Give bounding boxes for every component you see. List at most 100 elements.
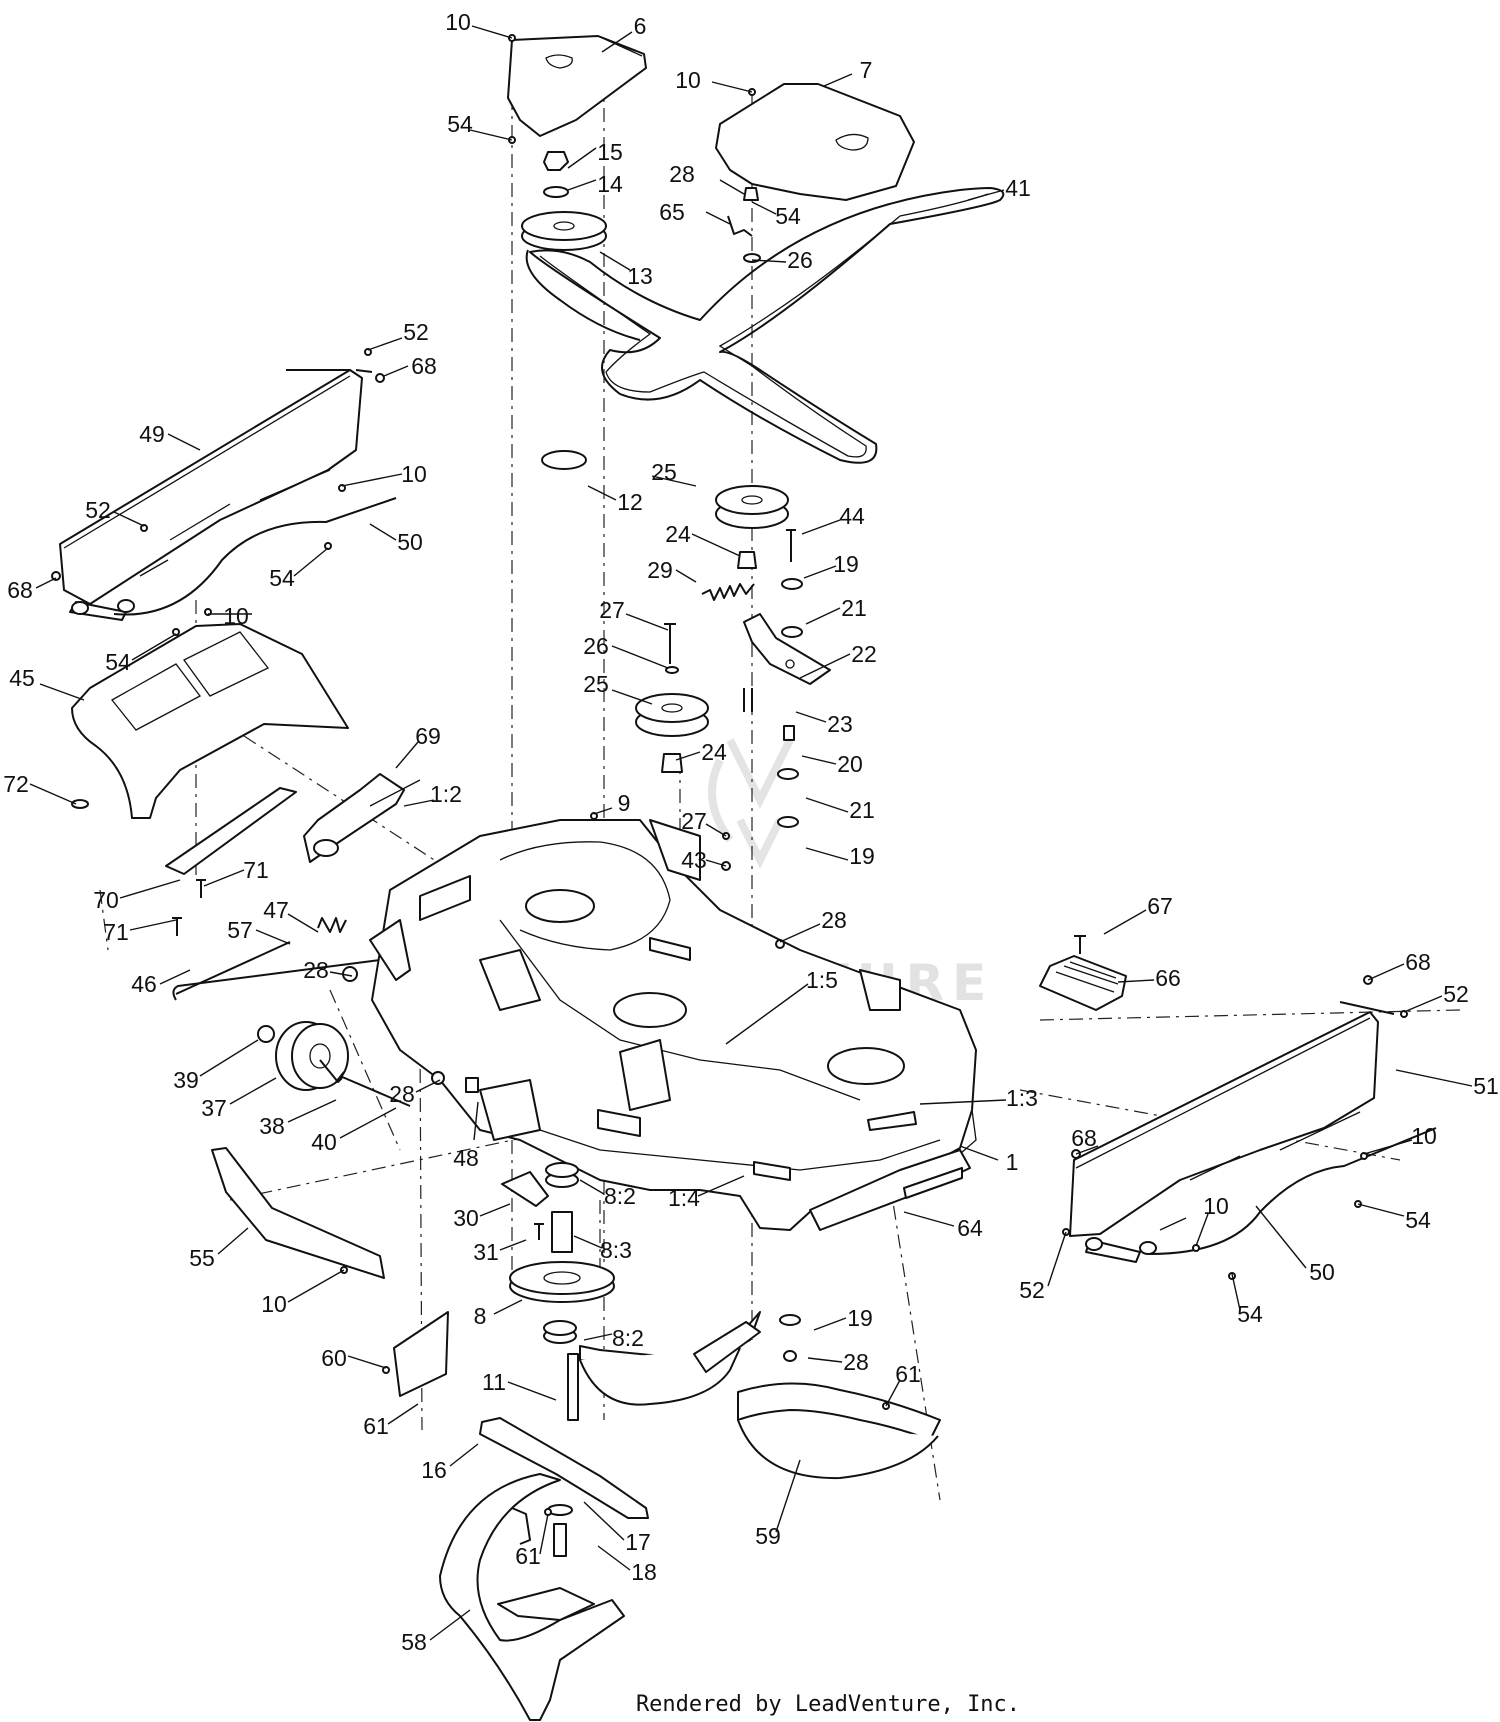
callout-label-8: 8 (474, 1303, 487, 1329)
footer-credit-text: Rendered by LeadVenture, Inc. (635, 1692, 1021, 1717)
leader-line (751, 201, 777, 215)
callout-label-10: 10 (1203, 1193, 1229, 1219)
leader-line (383, 365, 409, 377)
callout-label-54: 54 (1237, 1301, 1263, 1327)
callout-leader-lines (29, 25, 1473, 1641)
callout-label-28: 28 (303, 957, 329, 983)
part-46-rod-47-spring-57 (172, 917, 381, 1001)
callout-label-10: 10 (401, 461, 427, 487)
callout-label-8-3: 8:3 (600, 1237, 632, 1263)
callout-label-52: 52 (1443, 981, 1469, 1007)
leader-line (287, 1269, 345, 1303)
callout-label-40: 40 (311, 1129, 337, 1155)
part-64-front-deflector (809, 1149, 971, 1231)
callout-label-52: 52 (85, 497, 111, 523)
alignment-line (99, 889, 109, 951)
alignment-line (1039, 1009, 1461, 1021)
callout-label-9: 9 (618, 790, 631, 816)
leader-line (587, 485, 617, 501)
leader-line (675, 569, 697, 583)
callout-label-25: 25 (583, 671, 609, 697)
leader-line (293, 547, 329, 577)
leader-line (403, 799, 435, 807)
leader-line (387, 1403, 419, 1425)
part-25-idler-pulley-lower (635, 623, 709, 773)
leader-line (473, 1101, 479, 1141)
callout-label-54: 54 (1405, 1207, 1431, 1233)
leader-line (1367, 963, 1405, 981)
callout-label-57: 57 (227, 917, 253, 943)
watermark-logo (708, 738, 794, 869)
callout-label-68: 68 (411, 353, 437, 379)
leader-line (119, 879, 181, 899)
callout-label-49: 49 (139, 421, 165, 447)
part-51-right-rail-assembly (1069, 1001, 1395, 1263)
leader-line (329, 971, 353, 977)
callout-label-16: 16 (421, 1457, 447, 1483)
callout-label-7: 7 (860, 57, 873, 83)
leader-line (469, 129, 513, 141)
callout-label-17: 17 (625, 1529, 651, 1555)
leader-line (367, 337, 403, 351)
footer-credit: Rendered by LeadVenture, Inc. (0, 1692, 1500, 1717)
part-7-pulley-cover (715, 83, 915, 201)
leader-line (601, 31, 633, 53)
leader-line (885, 1379, 901, 1407)
leader-line (471, 25, 513, 39)
callout-label-28: 28 (843, 1349, 869, 1375)
part-58-lower-baffle (439, 1473, 625, 1721)
callout-label-10: 10 (261, 1291, 287, 1317)
callout-label-38: 38 (259, 1113, 285, 1139)
leader-line (625, 613, 669, 631)
callout-label-46: 46 (131, 971, 157, 997)
part-65-clip-28-nut-26-washer (727, 187, 761, 263)
part-30-bracket-31-bolt (501, 1171, 549, 1240)
callout-label-43: 43 (681, 847, 707, 873)
callout-label-28: 28 (669, 161, 695, 187)
part-60-baffle (393, 1311, 449, 1397)
callout-label-50: 50 (1309, 1259, 1335, 1285)
callout-label-68: 68 (1405, 949, 1431, 975)
callout-label-29: 29 (647, 557, 673, 583)
callout-label-31: 31 (473, 1239, 499, 1265)
callout-label-12: 12 (617, 489, 643, 515)
part-29-spring (701, 583, 755, 601)
callout-label-59: 59 (755, 1523, 781, 1549)
leader-line (395, 741, 419, 769)
callout-label-10: 10 (1411, 1123, 1437, 1149)
leader-line (803, 565, 837, 579)
part-40-bolt-48-clip (335, 966, 479, 1107)
leader-line (1403, 995, 1443, 1013)
leader-line (801, 519, 841, 535)
callout-label-51: 51 (1473, 1073, 1499, 1099)
callout-label-52: 52 (403, 319, 429, 345)
callout-label-24: 24 (701, 739, 727, 765)
leader-line (167, 433, 201, 451)
leader-line (129, 919, 177, 931)
leader-line (29, 783, 77, 805)
leader-line (567, 179, 597, 191)
part-22-idler-arm (743, 613, 831, 685)
leader-line (1231, 1273, 1241, 1311)
leader-line (1195, 1213, 1209, 1247)
leader-line (805, 847, 849, 861)
callout-label-1-2: 1:2 (430, 781, 462, 807)
callout-label-58: 58 (401, 1629, 427, 1655)
leader-line (779, 923, 821, 943)
leader-line (719, 179, 745, 195)
leader-line (131, 633, 177, 661)
leader-line (823, 73, 853, 87)
part-55-side-deflector (211, 1147, 385, 1279)
leader-line (339, 1107, 397, 1139)
callout-label-54: 54 (105, 649, 131, 675)
callout-label-10: 10 (445, 9, 471, 35)
callout-label-21: 21 (849, 797, 875, 823)
callout-label-47: 47 (263, 897, 289, 923)
leader-line (217, 1227, 249, 1255)
part-70-plate-71-bolts-72 (71, 787, 297, 936)
callout-label-1-3: 1:3 (1006, 1085, 1038, 1111)
leader-line (801, 755, 837, 765)
leader-line (1357, 1203, 1405, 1217)
callout-label-1-5: 1:5 (806, 967, 838, 993)
